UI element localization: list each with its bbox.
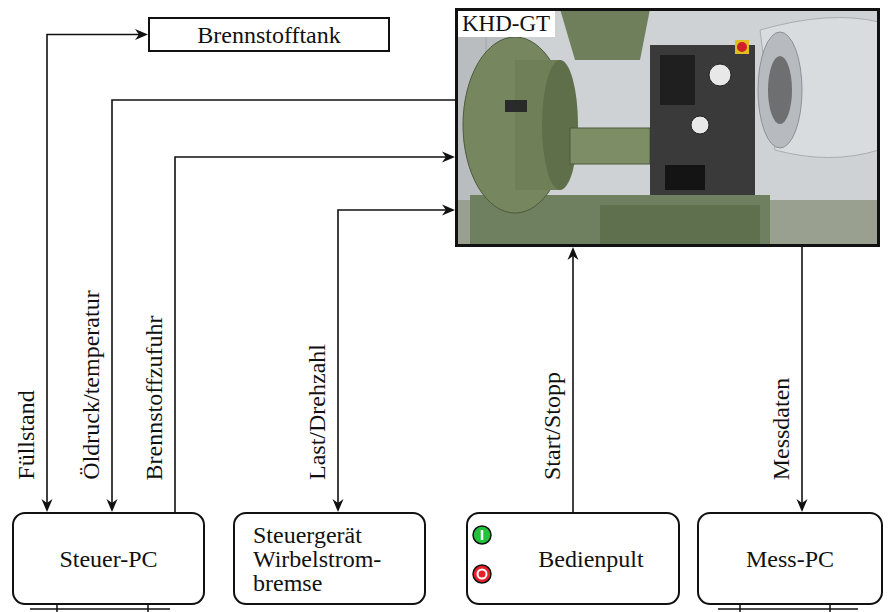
controller-box: Steuergerät Wirbelstrom- bremse (233, 512, 426, 605)
connector-line (572, 256, 574, 512)
arrowhead (797, 499, 808, 512)
node-label: Mess-PC (746, 547, 834, 571)
connector-line (338, 210, 446, 503)
arrowhead (135, 29, 148, 40)
turbine-box: KHD-GT (455, 8, 880, 247)
connector (175, 152, 455, 513)
connector (107, 100, 456, 512)
node-label: Brennstofftank (197, 23, 341, 47)
signal-label: Last/Drehzahl (305, 344, 329, 480)
signal-label: Brennstoffzufuhr (142, 315, 166, 480)
signal-label: Messdaten (769, 377, 793, 480)
connector (568, 247, 579, 512)
node-label: Steuer-PC (59, 547, 157, 571)
connector (797, 247, 808, 512)
connector (333, 205, 456, 513)
connector-line (175, 157, 446, 512)
signal-label: Füllstand (14, 391, 38, 480)
monitor-stand (30, 605, 858, 612)
connector-line (47, 35, 139, 504)
arrowhead (442, 152, 455, 163)
connector-line (112, 100, 455, 503)
connector-line (801, 247, 803, 503)
arrowhead (107, 499, 118, 512)
node-label: Bedienpult (538, 547, 643, 571)
stop-button (473, 565, 491, 583)
signal-label: Start/Stopp (540, 372, 564, 480)
start-button (473, 526, 491, 544)
panel-box: Bedienpult (466, 512, 680, 605)
node-label: KHD-GT (458, 11, 555, 37)
tank-box: Brennstofftank (148, 17, 390, 52)
pc-box: Mess-PC (697, 512, 883, 605)
turbine-photo (456, 9, 879, 246)
arrowhead (333, 499, 344, 512)
arrowhead (568, 247, 579, 260)
pc-box: Steuer-PC (12, 512, 205, 605)
signal-label: Öldruck/temperatur (79, 291, 103, 480)
arrowhead (42, 499, 53, 512)
node-label: Steuergerät Wirbelstrom- bremse (253, 523, 403, 595)
connector (42, 29, 149, 512)
arrowhead (442, 205, 455, 216)
